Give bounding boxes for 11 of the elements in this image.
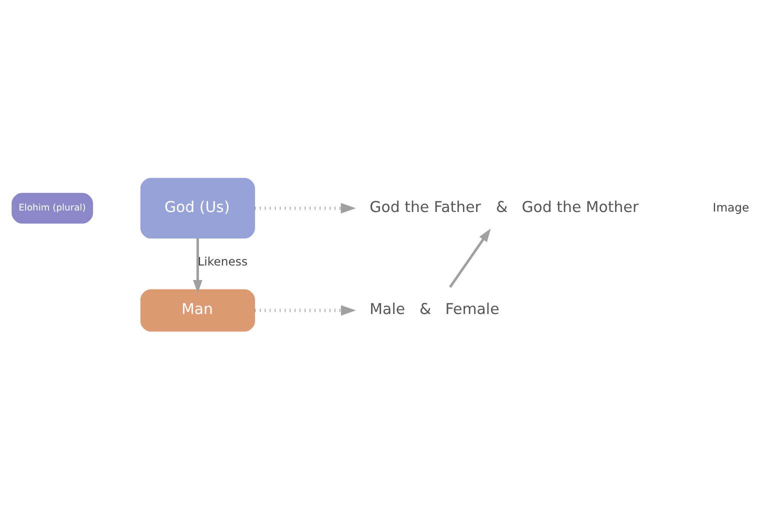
edge-label: Likeness [198,254,248,268]
arrow [193,238,202,293]
arrow [449,228,491,288]
node-box: Man [140,288,256,332]
arrow [254,202,356,213]
node-box: Elohim (plural) [12,192,94,224]
label: Image [712,200,750,214]
node-text: Male & Female [370,300,500,318]
arrow [254,304,356,316]
node-text: God the Father & God the Mother [370,197,639,216]
node-box: God (Us) [140,177,256,238]
